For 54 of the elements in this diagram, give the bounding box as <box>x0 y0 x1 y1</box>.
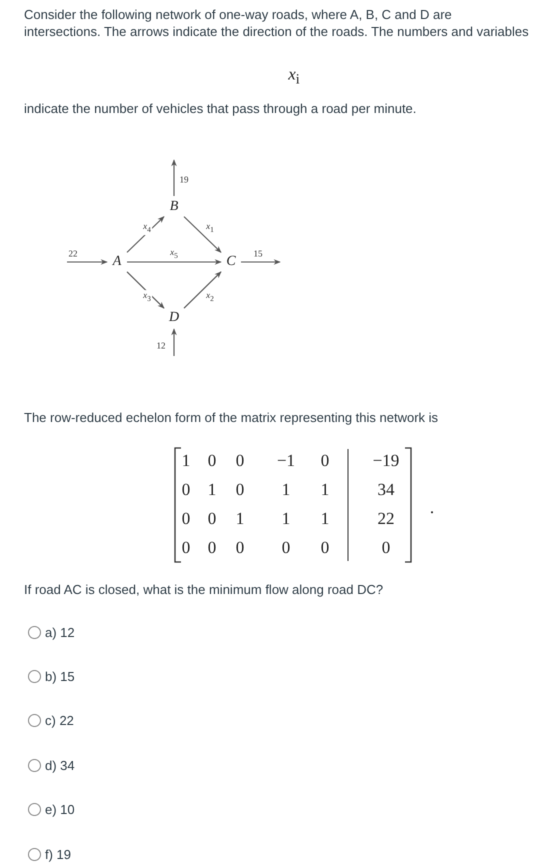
matrix-entry: 1 <box>320 509 330 529</box>
matrix-entry: 0 <box>236 538 244 558</box>
edge-label: 22 <box>68 248 78 260</box>
road-arrow <box>184 216 222 253</box>
road-arrow <box>67 259 108 265</box>
matrix-entry: 1 <box>282 480 290 500</box>
matrix-entry: 0 <box>320 538 330 558</box>
road-arrow <box>127 259 222 265</box>
matrix-entry: 0 <box>182 509 190 529</box>
matrix-entry: 1 <box>208 480 216 500</box>
answer-option: d) 34 <box>45 757 75 774</box>
matrix-entry: 0 <box>208 538 216 558</box>
matrix-entry: 1 <box>282 509 290 529</box>
answer-option: a) 12 <box>45 624 75 641</box>
intersection-label: D <box>167 310 181 326</box>
edge-label: 12 <box>156 340 166 352</box>
matrix-entry: 0 <box>236 480 244 500</box>
matrix-entry: 0 <box>182 538 190 558</box>
question-text: The row-reduced echelon form of the matrix representing this network is <box>24 409 440 426</box>
math-variable: x$_{i}$ <box>288 64 300 90</box>
answer-option: c) 22 <box>45 712 74 729</box>
punctuation-period: . <box>430 498 434 518</box>
edge-label: 19 <box>178 174 190 186</box>
intersection-label: C <box>224 254 238 270</box>
matrix-entry: 1 <box>182 451 190 471</box>
matrix-entry: 0 <box>320 451 330 471</box>
answer-option: b) 15 <box>45 668 75 685</box>
matrix-entry: 0 <box>208 451 216 471</box>
matrix-entry: 0 <box>182 480 190 500</box>
matrix-entry: −1 <box>276 451 296 471</box>
matrix-entry: −19 <box>372 451 400 471</box>
edge-label: x$_{3}$ <box>142 290 152 304</box>
road-arrow <box>171 328 177 356</box>
question-text: Consider the following network of one-way roads, where A, B, C and D are intersections. The arrows indicate the direction of the roads. The numbers and variables <box>24 6 529 40</box>
road-arrow <box>184 271 222 309</box>
matrix-entry: 1 <box>320 480 330 500</box>
edge-label: 15 <box>252 248 264 260</box>
road-arrow <box>241 259 281 265</box>
road-arrow <box>126 216 164 253</box>
answer-option: f) 19 <box>45 846 72 863</box>
matrix-entry: 0 <box>282 538 290 558</box>
question-text: indicate the number of vehicles that pass through a road per minute. <box>24 100 418 117</box>
matrix-entry: 0 <box>382 538 390 558</box>
matrix-entry: 22 <box>378 509 394 529</box>
intersection-label: A <box>110 254 124 270</box>
matrix-entry: 0 <box>236 451 244 471</box>
road-arrow <box>126 271 164 309</box>
answer-option: e) 10 <box>45 801 75 818</box>
matrix-entry: 1 <box>236 509 244 529</box>
matrix-entry: 34 <box>378 480 394 500</box>
intersection-label: B <box>167 199 181 215</box>
road-arrow <box>171 159 177 196</box>
matrix-entry: 0 <box>208 509 216 529</box>
question-text: If road AC is closed, what is the minimum flow along road DC? <box>24 581 384 598</box>
